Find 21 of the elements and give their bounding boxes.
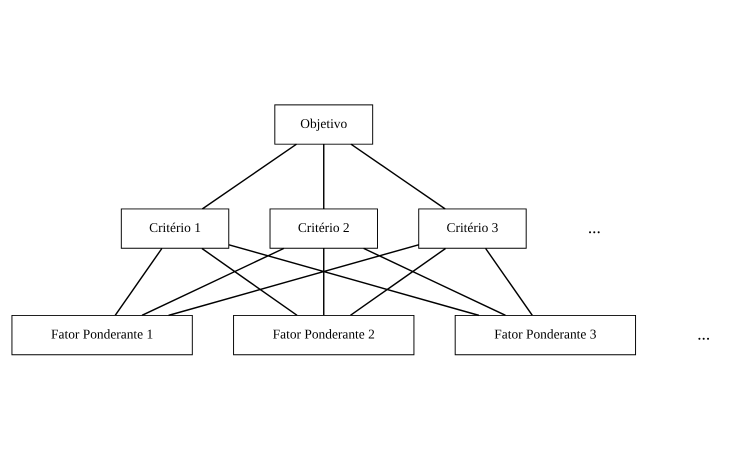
node-box: Critério 3: [418, 208, 527, 248]
node-box: Critério 2: [270, 208, 378, 248]
connector: [350, 247, 446, 316]
connector: [363, 247, 506, 316]
connector: [168, 244, 419, 316]
connector: [114, 248, 162, 316]
node-box: Fator Ponderante 1: [11, 314, 193, 355]
node-box: Fator Ponderante 3: [454, 314, 636, 355]
connector: [202, 143, 297, 209]
label: ...: [697, 324, 710, 343]
connector: [228, 244, 480, 316]
connector: [485, 248, 533, 316]
node-box: Critério 1: [120, 208, 230, 248]
label: ...: [588, 217, 601, 236]
node-box: Objetivo: [274, 104, 374, 144]
connector: [323, 144, 324, 208]
connector: [323, 248, 324, 315]
connector: [350, 143, 446, 209]
connector: [142, 247, 284, 316]
node-box: Fator Ponderante 2: [233, 314, 414, 355]
connector: [202, 247, 298, 316]
